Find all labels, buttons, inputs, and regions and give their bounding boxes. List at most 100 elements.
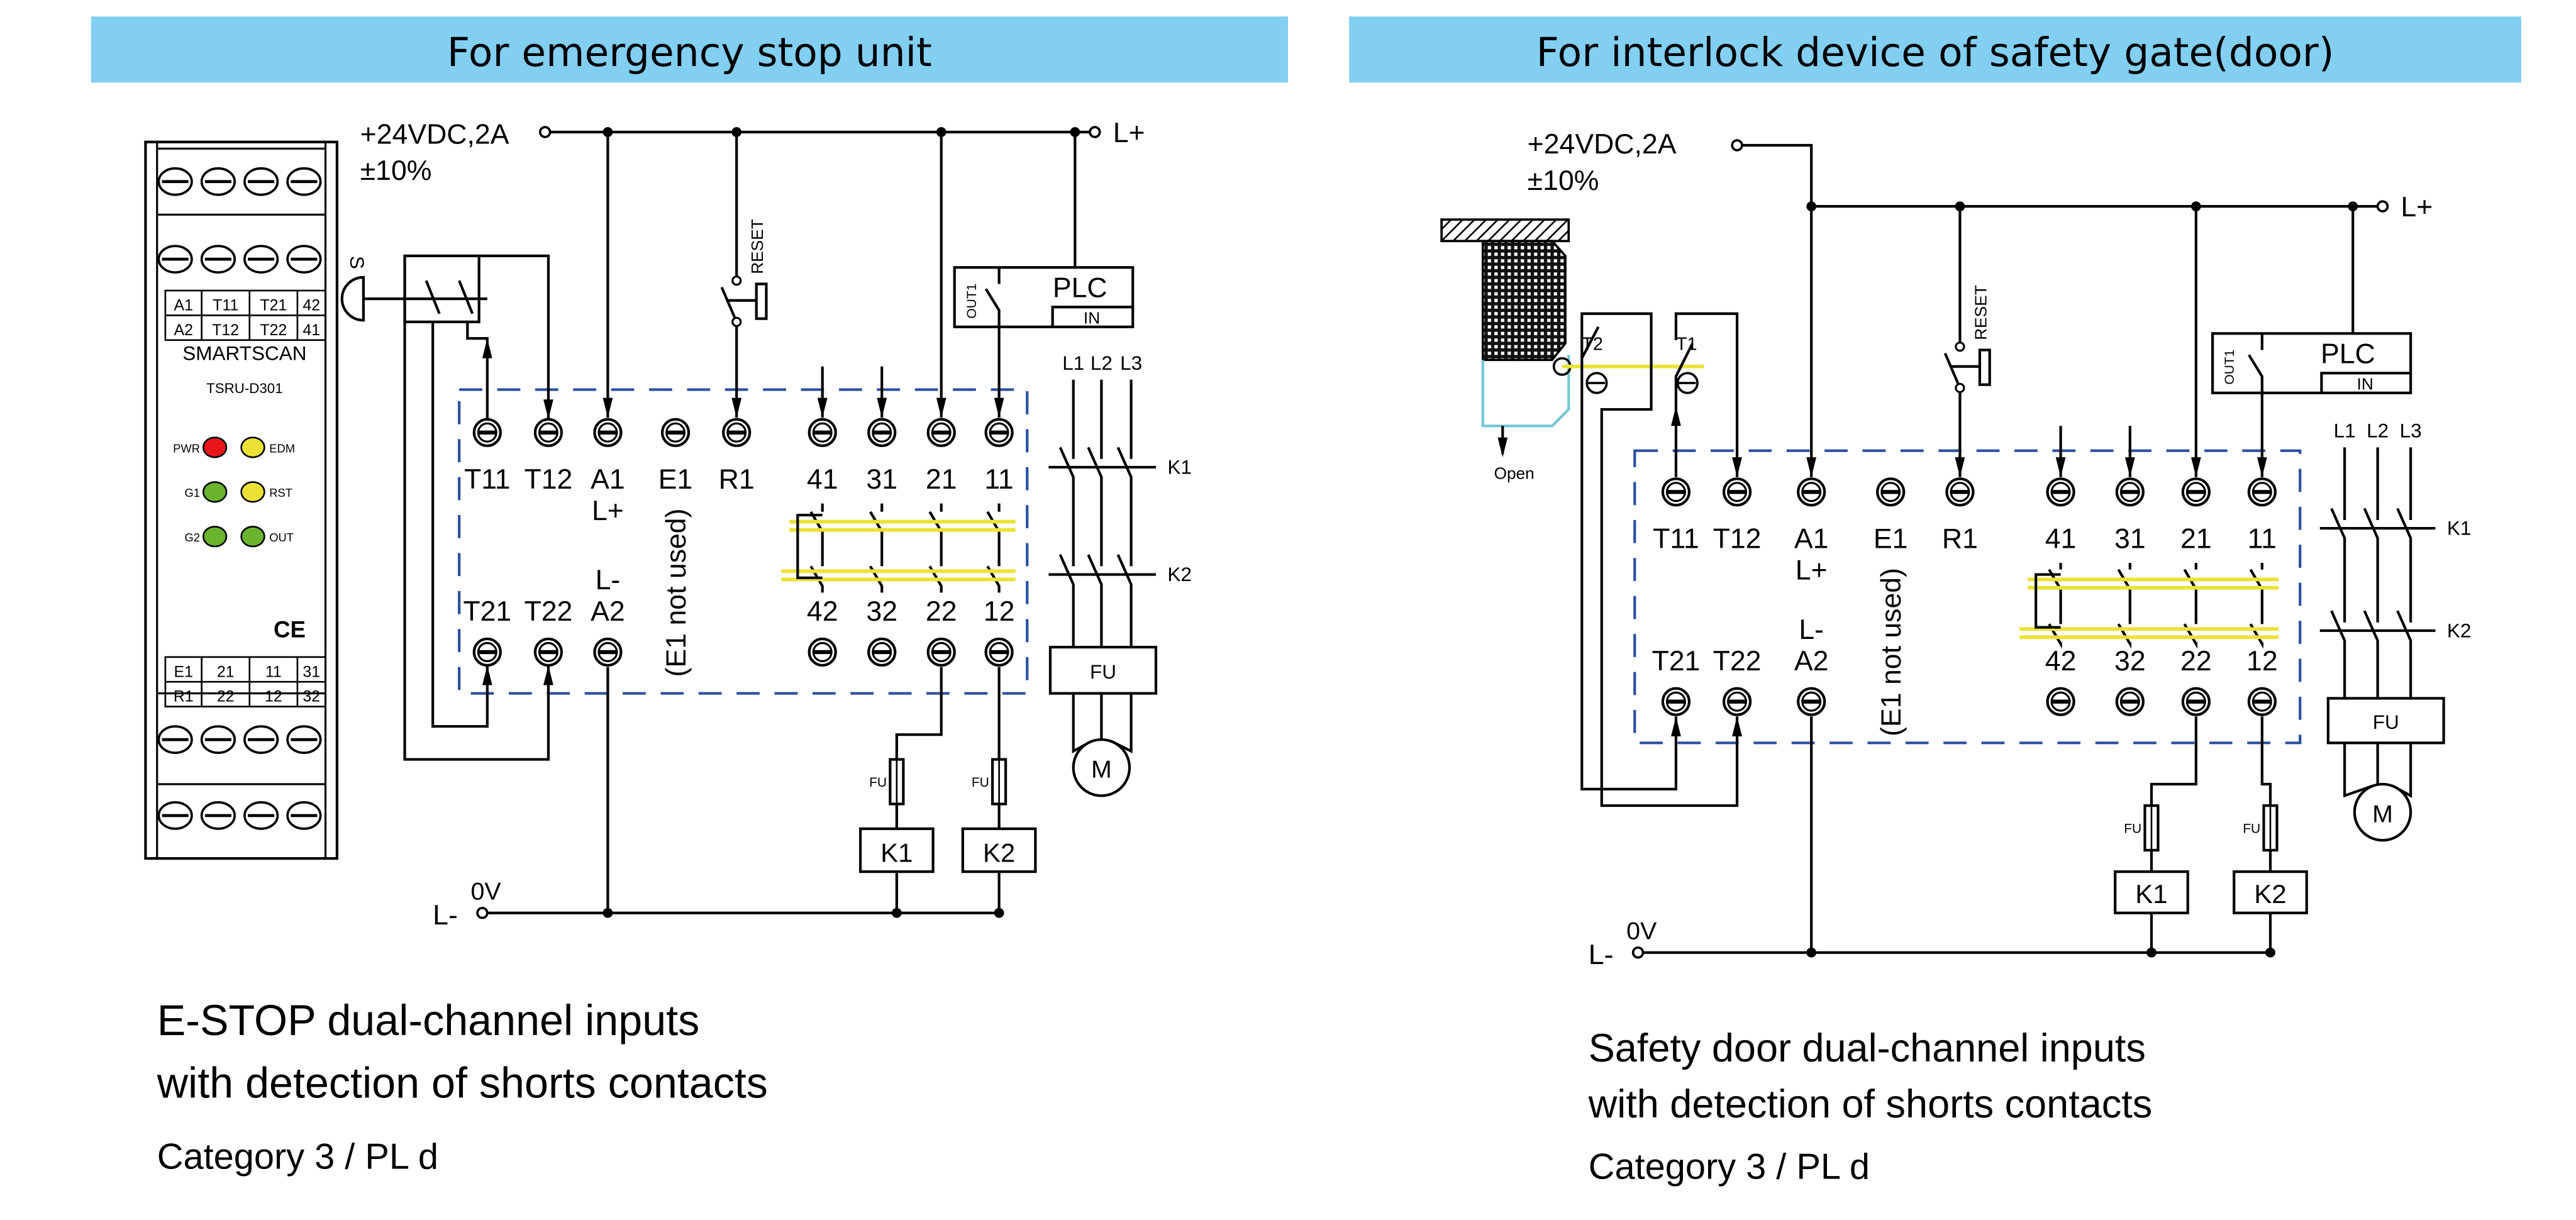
fuse-label: FU xyxy=(972,775,989,790)
terminal-inner xyxy=(989,641,1009,662)
screw-terminal-icon xyxy=(1945,477,1975,507)
led-label: G1 xyxy=(185,486,201,499)
terminal-label-t12: T12 xyxy=(524,464,572,495)
plc-in-divider xyxy=(2320,372,2411,393)
nc-contacts xyxy=(425,280,474,314)
arrow-head-icon xyxy=(2190,457,2201,477)
screw-terminal-icon xyxy=(867,637,897,667)
switch-housing xyxy=(403,254,480,324)
screw-terminal-icon xyxy=(1797,477,1826,507)
led-g2-icon xyxy=(202,526,228,548)
terminal-label-cell: E1 xyxy=(174,663,193,680)
terminal-inner xyxy=(2050,691,2071,712)
led-pwr-icon xyxy=(202,436,228,458)
terminal-label-12: 12 xyxy=(984,596,1015,627)
screw-terminal-icon xyxy=(593,418,623,447)
a1-alias-label: L+ xyxy=(592,496,624,526)
mechanical-link xyxy=(2019,577,2279,640)
arrow-head-icon xyxy=(1955,457,1965,477)
terminal-inner xyxy=(872,422,892,443)
arrow-head-icon xyxy=(543,399,553,419)
supply-tolerance-label: ±10% xyxy=(360,155,432,186)
plc-output-contact xyxy=(2248,333,2263,477)
phase-label: L1 xyxy=(1062,352,1084,374)
terminal-label-t11: T11 xyxy=(1653,524,1699,555)
phase-label: L2 xyxy=(2367,419,2389,442)
t1-wire xyxy=(1674,312,1739,477)
k2-label: K2 xyxy=(1167,563,1192,585)
arrow-head-icon xyxy=(731,397,742,418)
terminal-label-e1: E1 xyxy=(658,464,693,495)
terminal-inner xyxy=(538,422,558,443)
junction-dot xyxy=(602,907,613,918)
junction-dot xyxy=(1955,201,1965,212)
arrow-head-icon xyxy=(602,397,613,418)
supply-voltage-label: +24VDC,2A xyxy=(360,119,509,150)
plc-title: PLC xyxy=(1053,273,1108,304)
terminal-label-cell: 32 xyxy=(303,688,320,706)
power-fuse-box xyxy=(1048,645,1158,695)
e1-note: (E1 not used) xyxy=(1876,568,1907,736)
led-rst-icon xyxy=(240,481,265,503)
terminal-label-32: 32 xyxy=(866,596,897,627)
positive-rail xyxy=(1737,143,2378,208)
zero-volt-label: 0V xyxy=(471,878,502,906)
terminal-label-a2: A2 xyxy=(591,596,625,627)
screw-terminal-icon xyxy=(926,637,956,667)
arrow-head-icon xyxy=(482,338,492,358)
terminal-label-cell: T21 xyxy=(260,297,287,314)
reset-label: RESET xyxy=(748,219,767,274)
arrow-head-icon xyxy=(2257,457,2267,477)
terminal-inner xyxy=(1950,482,1970,502)
led-label: G2 xyxy=(185,531,201,544)
caption-subtitle: with detection of shorts contacts xyxy=(1588,1082,2152,1126)
reset-button-icon xyxy=(755,282,768,320)
caption-subtitle: with detection of shorts contacts xyxy=(157,1060,768,1107)
contactor-coil-label: K1 xyxy=(880,838,913,867)
contact-point xyxy=(1955,382,1965,394)
a2-alias-label: L- xyxy=(596,565,621,596)
mushroom-button-icon xyxy=(340,275,365,322)
terminal-label-t21: T21 xyxy=(1652,646,1700,677)
screw-terminal-icon xyxy=(1797,687,1826,716)
phase-label: L3 xyxy=(2400,419,2422,442)
positive-rail-label: L+ xyxy=(1113,118,1145,148)
zero-volt-label: 0V xyxy=(1626,918,1657,945)
plc-out-label: OUT1 xyxy=(2223,350,2237,385)
arrow-head-icon xyxy=(994,397,1004,418)
plc-box xyxy=(2211,332,2412,394)
motor-icon xyxy=(1072,738,1131,797)
terminal-label-cell: T11 xyxy=(213,297,238,314)
terminal-label-cell: T22 xyxy=(260,321,287,339)
screw-terminal-icon xyxy=(722,418,752,447)
a2-alias-label: L- xyxy=(1799,614,1824,645)
screw-terminal-icon xyxy=(984,418,1014,447)
reset-label: RESET xyxy=(1971,285,1990,340)
junction-dot xyxy=(1806,947,1817,958)
terminal-inner xyxy=(2251,482,2272,502)
arrow-head-icon xyxy=(817,397,828,418)
arrow-head-icon xyxy=(1732,457,1742,477)
k1-label: K1 xyxy=(2447,517,2472,540)
arrow-head-icon xyxy=(936,397,947,418)
screw-terminal-icon xyxy=(926,418,956,447)
power-fuse-label: FU xyxy=(2373,711,2399,733)
coil-wire xyxy=(2260,716,2272,953)
terminal-inner xyxy=(2119,691,2140,712)
terminal-label-cell: 21 xyxy=(217,663,235,680)
device-inner xyxy=(156,141,327,860)
junction-dot xyxy=(2146,947,2157,958)
caption-category: Category 3 / PL d xyxy=(157,1137,438,1177)
motor-label: M xyxy=(2372,800,2393,828)
screw-terminal-icon xyxy=(2115,687,2145,716)
led-edm-icon xyxy=(240,436,265,458)
screw-terminal-icon xyxy=(2247,687,2277,716)
terminal-ring-icon xyxy=(1731,139,1743,152)
t2-contact xyxy=(1580,326,1600,359)
reset-wire xyxy=(1943,206,1962,477)
screw-terminal-icon xyxy=(660,418,691,447)
